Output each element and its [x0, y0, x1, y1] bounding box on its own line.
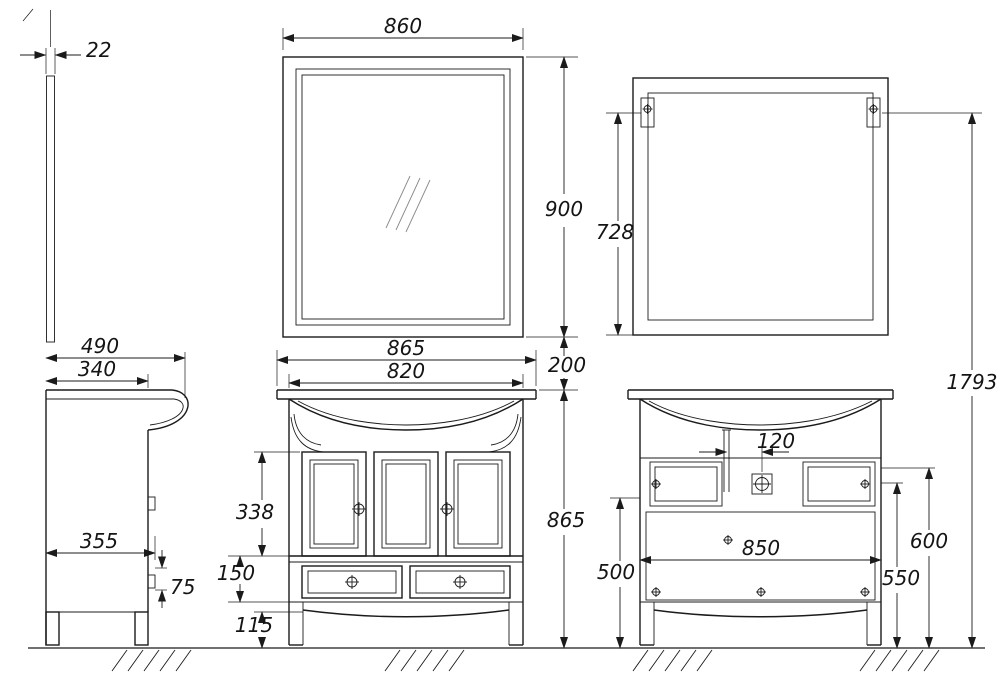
door-left [301, 451, 367, 557]
vanity-back-view: 120 850 500 550 600 [597, 389, 948, 649]
mirror-back-dimensions: 728 1793 [596, 112, 998, 649]
dim-front-drawer-height: 150 [217, 561, 255, 585]
mirror-back-view: 728 1793 [596, 77, 998, 649]
dim-mirror-height: 900 [545, 197, 583, 221]
drawer-left [301, 565, 403, 599]
vanity-front-outline [276, 389, 537, 646]
dim-front-total-width: 865 [387, 336, 425, 360]
hanger-bracket-right [866, 97, 881, 128]
dim-mirror-width: 860 [384, 14, 422, 38]
screw-marks [651, 479, 870, 597]
dim-back-height-600: 600 [910, 529, 948, 553]
vanity-back-outline [627, 389, 894, 646]
dim-mirror-thickness: 22 [86, 38, 111, 62]
dim-front-leg-height: 115 [235, 613, 273, 637]
mirror-side-dimensions: 22 [20, 8, 111, 74]
mirror-back-frame [632, 77, 889, 336]
drawer-right [409, 565, 511, 599]
dim-front-total-height: 865 [547, 508, 585, 532]
dim-side-hinge-offset: 75 [170, 575, 195, 599]
mirror-glass-hatch [385, 175, 431, 233]
dim-side-total-depth: 490 [81, 334, 119, 358]
dim-front-door-height: 338 [236, 500, 274, 524]
mirror-side-view: 22 [20, 8, 111, 343]
mirror-side-outline [46, 75, 55, 343]
drawer-knob [453, 575, 467, 589]
drawer-knob [345, 575, 359, 589]
dim-mirror-hanger-height: 728 [596, 220, 634, 244]
ground-hatch [111, 649, 940, 672]
door-knob [352, 502, 366, 516]
door-right [445, 451, 511, 557]
dim-back-height-550: 550 [882, 566, 920, 590]
dim-mirror-gap: 200 [548, 353, 586, 377]
hinge-bottom [147, 574, 156, 589]
vanity-side-outline [45, 389, 189, 646]
door-center [373, 451, 439, 557]
drain-outlet [751, 473, 773, 495]
dim-side-countertop-depth: 340 [78, 357, 116, 381]
hinge-top [147, 496, 156, 511]
vanity-front-dimensions: 865 820 338 150 115 865 [217, 336, 585, 649]
door-knob [440, 502, 454, 516]
hanger-bracket-left [640, 97, 655, 128]
vanity-back-dimensions: 120 850 500 550 600 [597, 429, 948, 649]
mirror-front-frame [282, 56, 524, 338]
mirror-front-view: 860 900 200 [282, 14, 586, 391]
dim-back-drain-offset: 120 [757, 429, 795, 453]
ground-line [28, 647, 985, 672]
vanity-side-view: 490 340 355 75 [45, 334, 195, 646]
drain-pipe [722, 429, 731, 492]
mirror-front-dimensions: 860 900 200 [282, 14, 586, 391]
dim-back-height-500: 500 [597, 560, 635, 584]
dim-side-body-depth: 355 [80, 529, 118, 553]
dim-front-body-width: 820 [387, 359, 425, 383]
dim-overall-height: 1793 [947, 370, 998, 394]
vanity-front-view: 865 820 338 150 115 865 [217, 336, 585, 649]
dim-back-inner-width: 850 [742, 536, 780, 560]
vanity-side-dimensions: 490 340 355 75 [45, 334, 195, 608]
